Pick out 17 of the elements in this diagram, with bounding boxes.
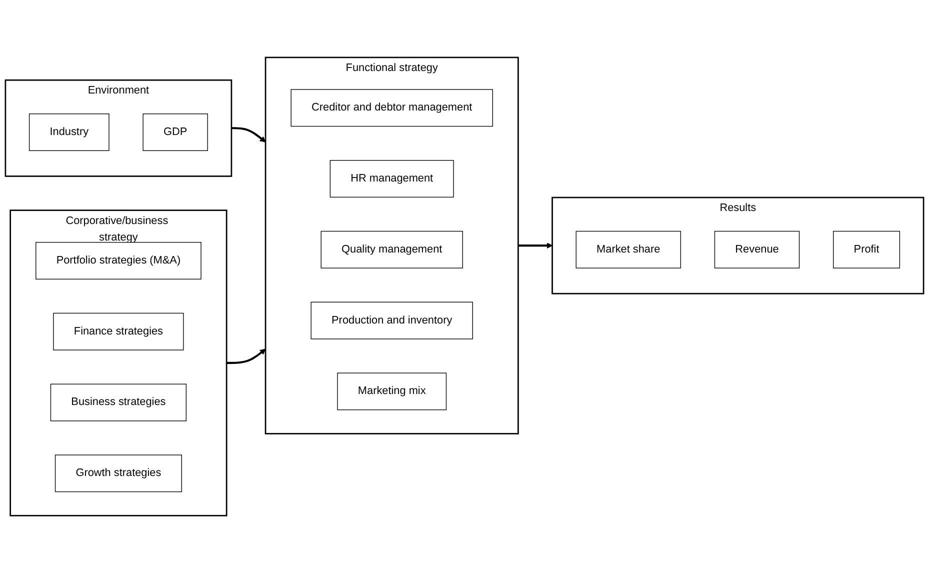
node-box: HR management — [330, 160, 454, 198]
arrow — [226, 349, 266, 364]
node-box: GDP — [142, 114, 208, 152]
arrow — [518, 243, 553, 250]
node-box: Market share — [576, 231, 681, 269]
node-box: Marketing mix — [337, 373, 447, 411]
node-box: Growth strategies — [54, 455, 182, 493]
node-box: Production and inventory — [310, 302, 473, 340]
node-box: Business strategies — [50, 384, 187, 422]
node-box: Portfolio strategies (M&A) — [36, 242, 202, 280]
node-box: Profit — [833, 231, 900, 269]
node-box: Revenue — [714, 231, 800, 269]
node-box: Quality management — [320, 231, 463, 269]
node-box: Finance strategies — [53, 313, 184, 351]
arrow — [231, 128, 266, 143]
node-box: Industry — [28, 114, 110, 152]
node-box: Creditor and debtor management — [290, 90, 493, 128]
